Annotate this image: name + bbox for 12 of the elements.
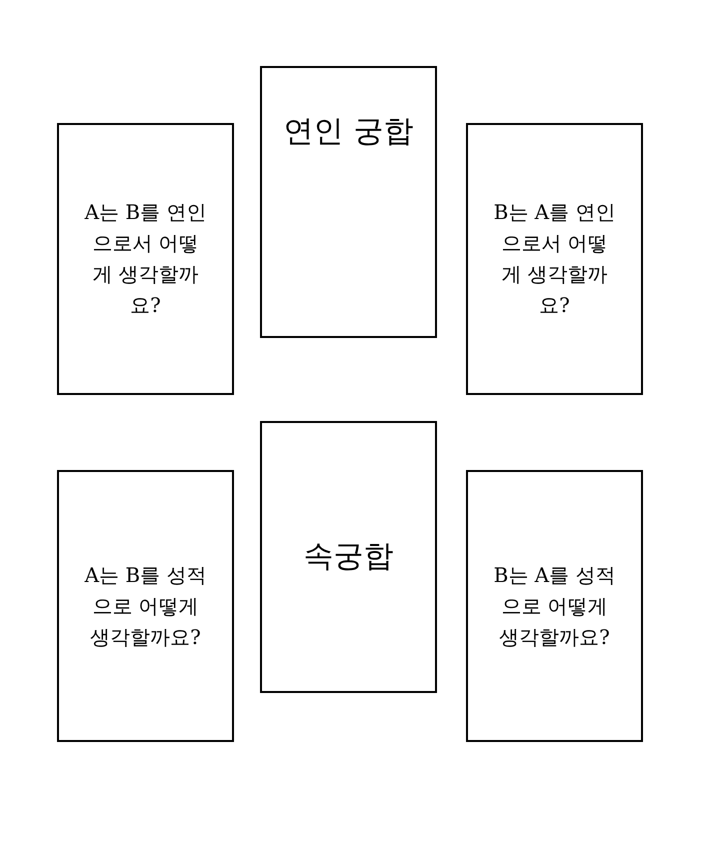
card-box: [57, 470, 234, 742]
card-question: B는 A를 연인으로서 어떻게 생각할까요?: [492, 199, 616, 319]
card-title: 속궁합: [304, 538, 394, 576]
card-question: A는 B를 성적으로 어떻게 생각할까요?: [84, 562, 208, 650]
card-box: [57, 123, 234, 395]
card-question: B는 A를 성적으로 어떻게 생각할까요?: [492, 562, 616, 650]
card-box: [466, 123, 643, 395]
card-box: [260, 66, 437, 338]
card-question: A는 B를 연인으로서 어떻게 생각할까요?: [84, 199, 208, 319]
card-box: [466, 470, 643, 742]
card-box: [260, 421, 437, 693]
card-title: 연인 궁합: [284, 113, 414, 151]
